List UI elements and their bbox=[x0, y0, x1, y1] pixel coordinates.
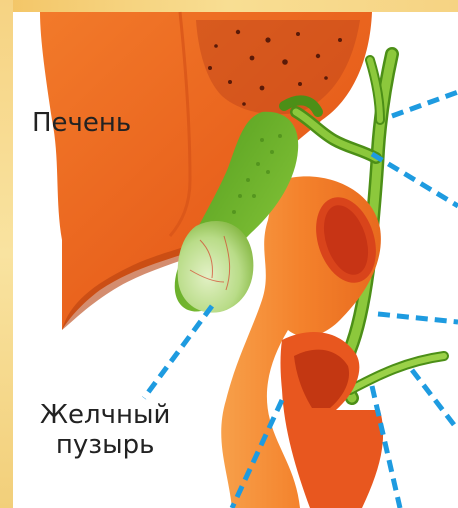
label-gallbladder-line1: Желчный bbox=[40, 400, 170, 430]
label-gallbladder: Желчный пузырь bbox=[40, 400, 170, 460]
label-liver: Печень bbox=[32, 108, 131, 138]
label-gallbladder-line2: пузырь bbox=[40, 430, 170, 460]
